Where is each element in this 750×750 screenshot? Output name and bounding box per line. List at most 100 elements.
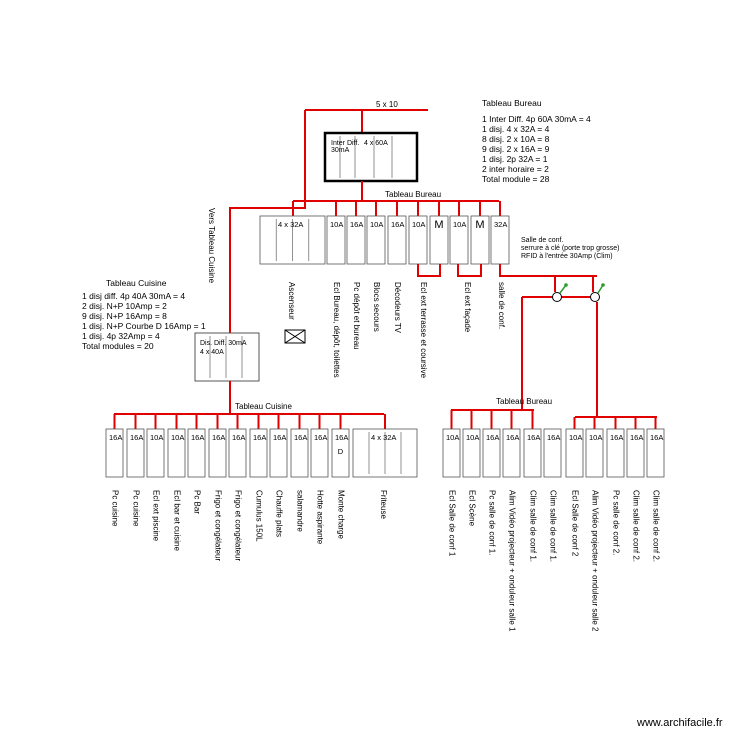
breaker-label: 16A <box>506 433 519 442</box>
breaker-body <box>228 428 247 478</box>
conf-feed <box>499 264 559 277</box>
breaker-body <box>249 428 268 478</box>
breaker-label: 4 x 32A <box>278 220 303 229</box>
breaker: 10A Ecl Scène <box>462 410 481 527</box>
switch-icon <box>590 292 600 302</box>
breaker-caption: Ecl ext terrasse et coursive <box>419 282 428 379</box>
breaker-caption: Frigo et congélateur <box>214 490 223 561</box>
breaker-caption: Clim salle de conf 1. <box>529 490 538 562</box>
breaker-body <box>269 428 288 478</box>
breaker-body <box>442 428 461 478</box>
breaker-caption: Frigo et congélateur <box>234 490 243 561</box>
breaker-body <box>310 428 329 478</box>
breaker-caption: Ecl ext façade <box>463 282 472 333</box>
breaker: M <box>470 201 490 265</box>
breaker: 16A Pc cuisine <box>105 414 124 527</box>
cuisine-diff-label-a: Dis. Diff. 30mA <box>200 340 247 347</box>
breaker-body <box>626 428 645 478</box>
horaire-link-2 <box>457 264 482 277</box>
cuisine-diff-box <box>194 332 260 382</box>
breaker-label: 16A <box>350 220 363 229</box>
breaker-caption: Ecl Bureau, dépôt, toilettes <box>332 282 341 378</box>
branch-cuisine-line <box>229 110 306 333</box>
ascenseur-symbol <box>284 329 306 344</box>
cuisine-note-line: 1 disj. N+P Courbe D 16Amp = 1 <box>82 321 206 331</box>
breaker-label: 16A <box>294 433 307 442</box>
breaker-label: 16A <box>109 433 122 442</box>
breaker-label: M <box>475 219 484 231</box>
breaker-label: 10A <box>330 220 343 229</box>
main-feed: 5 x 10 Vers Tableau Cuisine <box>207 100 428 333</box>
breaker-label: 16A <box>486 433 499 442</box>
breaker-body <box>346 215 366 265</box>
cuisine-note: Tableau Cuisine 1 disj diff. 4p 40A 30mA… <box>82 278 206 351</box>
breaker: 10A Ecl ext façade <box>449 201 472 333</box>
breaker: 16A Pc salle de conf 2. <box>606 417 625 555</box>
breaker-body <box>482 428 501 478</box>
cuisine-diff: Dis. Diff. 30mA 4 x 40A <box>194 332 260 382</box>
breaker-caption: Alim Vidéo projecteur + onduleur salle 1 <box>508 490 517 632</box>
breaker-caption: Chauffe plats <box>275 490 284 537</box>
conf-switches <box>521 275 605 417</box>
breaker-caption: Monte charge <box>337 490 346 539</box>
breaker-body <box>585 428 604 478</box>
main-note-lines: 1 Inter Diff. 4p 60A 30mA = 4 1 disj. 4 … <box>482 114 593 184</box>
feed-label: 5 x 10 <box>376 100 398 109</box>
conf-title: Tableau Bureau <box>496 397 552 406</box>
breaker-caption: Pc dépôt et bureau <box>352 282 361 350</box>
breaker-body <box>502 428 521 478</box>
breaker-label: 16A <box>314 433 327 442</box>
breaker-caption: Hotte aspirante <box>316 490 325 545</box>
breaker-caption: Ecl bar et cuisine <box>173 490 182 551</box>
cuisine-note-line: 9 disj. N+P 16Amp = 8 <box>82 311 167 321</box>
breaker-caption: salamandre <box>296 490 305 532</box>
breaker-caption: Cumulus 150L <box>255 490 264 542</box>
breaker-body <box>290 428 309 478</box>
breaker-label: 10A <box>453 220 466 229</box>
breaker-body <box>606 428 625 478</box>
breaker-body <box>167 428 186 478</box>
breaker-caption: Pc salle de conf 1. <box>488 490 497 555</box>
main-note-title: Tableau Bureau <box>482 98 542 108</box>
breaker-caption: Alim Vidéo projecteur + onduleur salle 2 <box>591 490 600 632</box>
breaker: 16A Pc dépôt et bureau <box>346 201 366 350</box>
breaker: 16A Cumulus 150L <box>249 414 268 542</box>
breaker-label: 10A <box>466 433 479 442</box>
inter-diff-label-a: Inter Diff. <box>331 140 359 147</box>
breaker-caption: Pc cuisine <box>111 490 120 527</box>
breaker-caption: Blocs secours <box>372 282 381 332</box>
breaker-caption: Pc Bar <box>193 490 202 514</box>
breaker-label: 16A <box>610 433 623 442</box>
breaker-body <box>326 215 346 265</box>
breaker-label: 10A <box>569 433 582 442</box>
breaker-caption: Ecl Scène <box>468 490 477 527</box>
breaker-label: 4 x 32A <box>371 433 396 442</box>
breaker: 10A Ecl Bureau, dépôt, toilettes <box>326 201 346 378</box>
breaker-caption: Pc salle de conf 2. <box>612 490 621 555</box>
breaker-label: M <box>434 219 443 231</box>
bureau-note-line: Salle de conf. <box>521 237 563 244</box>
breaker-body <box>105 428 124 478</box>
breaker-label: 16A <box>335 433 348 442</box>
breaker-body <box>462 428 481 478</box>
breaker-label: 16A <box>253 433 266 442</box>
inter-diff-label-b: 30mA <box>331 147 350 154</box>
breaker-label: 10A <box>150 433 163 442</box>
breaker-body <box>523 428 542 478</box>
cuisine-note-title: Tableau Cuisine <box>106 278 167 288</box>
bureau-note-line: RFID à l'entrée 30Amp (Clim) <box>521 253 613 260</box>
main-note-line: 1 disj. 2p 32A = 1 <box>482 154 548 164</box>
breaker-label: 10A <box>412 220 425 229</box>
